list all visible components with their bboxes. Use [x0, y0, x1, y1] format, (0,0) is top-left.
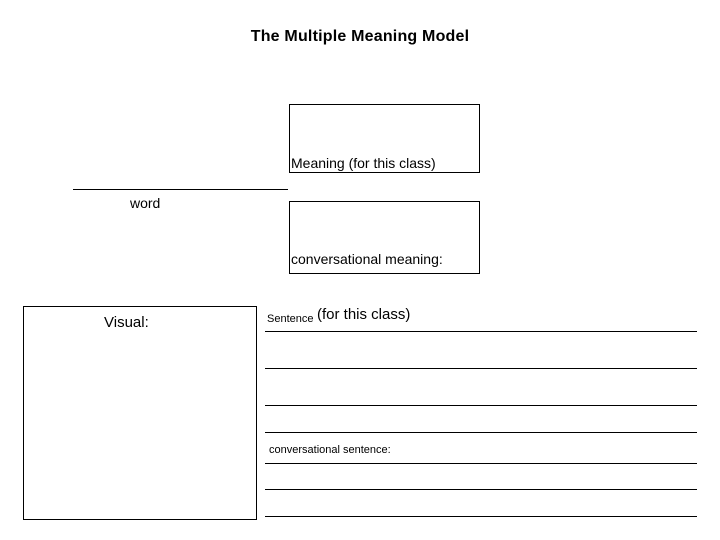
meaning-box[interactable] — [289, 104, 480, 173]
sentence-write-line-1[interactable] — [265, 331, 697, 332]
sentence-write-line-2[interactable] — [265, 368, 697, 369]
conversational-meaning-label: conversational meaning: — [291, 251, 443, 267]
word-label: word — [130, 195, 161, 211]
sentence-write-line-4[interactable] — [265, 432, 697, 433]
visual-label: Visual: — [104, 314, 149, 331]
conversational-sentence-write-line-3[interactable] — [265, 516, 697, 517]
word-write-line[interactable] — [73, 189, 288, 190]
sentence-label: Sentence — [267, 313, 314, 325]
sentence-write-line-3[interactable] — [265, 405, 697, 406]
conversational-sentence-label: conversational sentence: — [269, 444, 391, 456]
conversational-meaning-box[interactable] — [289, 201, 480, 274]
visual-box[interactable] — [23, 306, 257, 520]
page-title: The Multiple Meaning Model — [250, 28, 470, 45]
sentence-scope-label: (for this class) — [317, 306, 411, 323]
conversational-sentence-write-line-1[interactable] — [265, 463, 697, 464]
meaning-box-label: Meaning (for this class) — [291, 155, 436, 171]
conversational-sentence-write-line-2[interactable] — [265, 489, 697, 490]
